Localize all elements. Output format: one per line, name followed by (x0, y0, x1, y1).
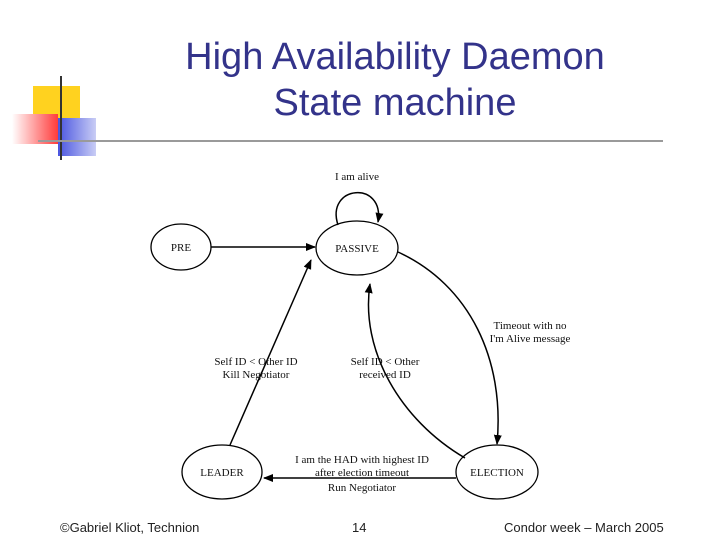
deco-blue-square (58, 118, 96, 156)
label-election-passive-2: received ID (359, 369, 411, 381)
label-leader-passive-2: Kill Negotiator (223, 369, 290, 381)
state-pre-label: PRE (171, 242, 191, 254)
state-election (455, 444, 539, 500)
slide-title: High Availability Daemon State machine (95, 34, 695, 126)
label-timeout-1: Timeout with no (494, 320, 567, 332)
state-leader-label: LEADER (200, 467, 244, 479)
state-passive-label: PASSIVE (335, 243, 379, 255)
title-line-1: High Availability Daemon (185, 36, 605, 78)
arrow-election-to-passive (364, 283, 466, 459)
deco-red-square (12, 114, 58, 144)
label-leader-passive-1: Self ID < Other ID (214, 356, 297, 368)
footer-right: Condor week – March 2005 (504, 520, 664, 535)
label-election-leader-1: I am the HAD with highest ID (295, 454, 429, 466)
title-rule (38, 140, 663, 142)
arrow-self-loop-passive (335, 191, 384, 226)
title-line-2: State machine (273, 82, 517, 124)
label-election-leader-2: after election timeout (315, 467, 409, 479)
label-election-passive-1: Self ID < Other (351, 356, 420, 368)
arrow-leader-to-passive (229, 259, 312, 446)
deco-vertical-line (60, 76, 62, 160)
state-leader (181, 444, 263, 500)
label-timeout-2: I'm Alive message (490, 333, 571, 345)
state-passive (315, 220, 399, 276)
label-election-leader-3: Run Negotiator (328, 482, 396, 494)
arrow-passive-to-election (397, 251, 502, 445)
label-self-loop: I am alive (335, 171, 379, 183)
state-election-label: ELECTION (470, 467, 524, 479)
footer-left: ©Gabriel Kliot, Technion (60, 520, 200, 535)
footer-page-number: 14 (352, 520, 367, 535)
